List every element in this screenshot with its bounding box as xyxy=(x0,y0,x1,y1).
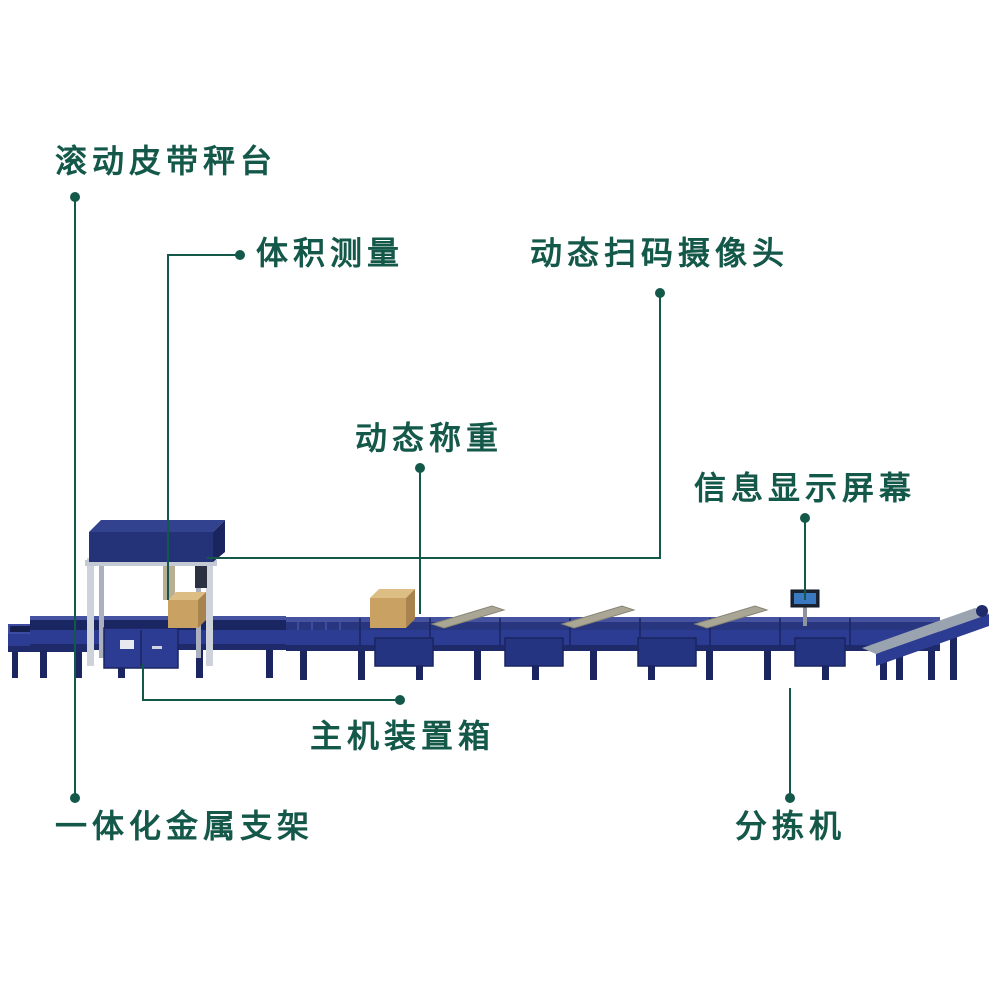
label-rolling-belt-scale: 滚动皮带秤台 xyxy=(55,143,278,179)
label-dynamic-scan-camera: 动态扫码摄像头 xyxy=(530,235,790,271)
outfeed-incline xyxy=(862,605,989,680)
label-info-display-screen: 信息显示屏幕 xyxy=(694,470,917,506)
callout-dots xyxy=(70,192,810,803)
divert-chutes xyxy=(430,605,769,629)
label-volume-measurement: 体积测量 xyxy=(256,235,405,271)
machine-illustration xyxy=(8,520,989,680)
carton-box-1 xyxy=(168,592,206,628)
dot-integrated-metal-frame xyxy=(70,793,80,803)
dot-volume-measurement xyxy=(235,250,245,260)
leader-volume-measurement xyxy=(167,254,240,600)
leader-main-unit-box xyxy=(142,664,400,701)
scan-camera-unit xyxy=(195,566,207,588)
leader-scan-camera xyxy=(207,293,661,559)
callout-lines xyxy=(74,197,806,798)
dot-dynamic-weighing xyxy=(415,463,425,473)
label-sorter: 分拣机 xyxy=(735,808,847,844)
dot-sorter xyxy=(785,793,795,803)
label-main-unit-box: 主机装置箱 xyxy=(310,718,496,754)
under-cabinets xyxy=(374,637,846,667)
label-integrated-metal-frame: 一体化金属支架 xyxy=(55,808,315,844)
carton-box-2 xyxy=(370,589,415,628)
dot-scan-camera xyxy=(655,288,665,298)
main-unit-cabinet xyxy=(103,627,179,669)
gantry-frame xyxy=(85,520,225,666)
label-dynamic-weighing: 动态称重 xyxy=(355,420,504,456)
dot-rolling-belt-scale xyxy=(70,192,80,202)
dot-info-screen xyxy=(800,513,810,523)
dot-main-unit-box xyxy=(395,695,405,705)
